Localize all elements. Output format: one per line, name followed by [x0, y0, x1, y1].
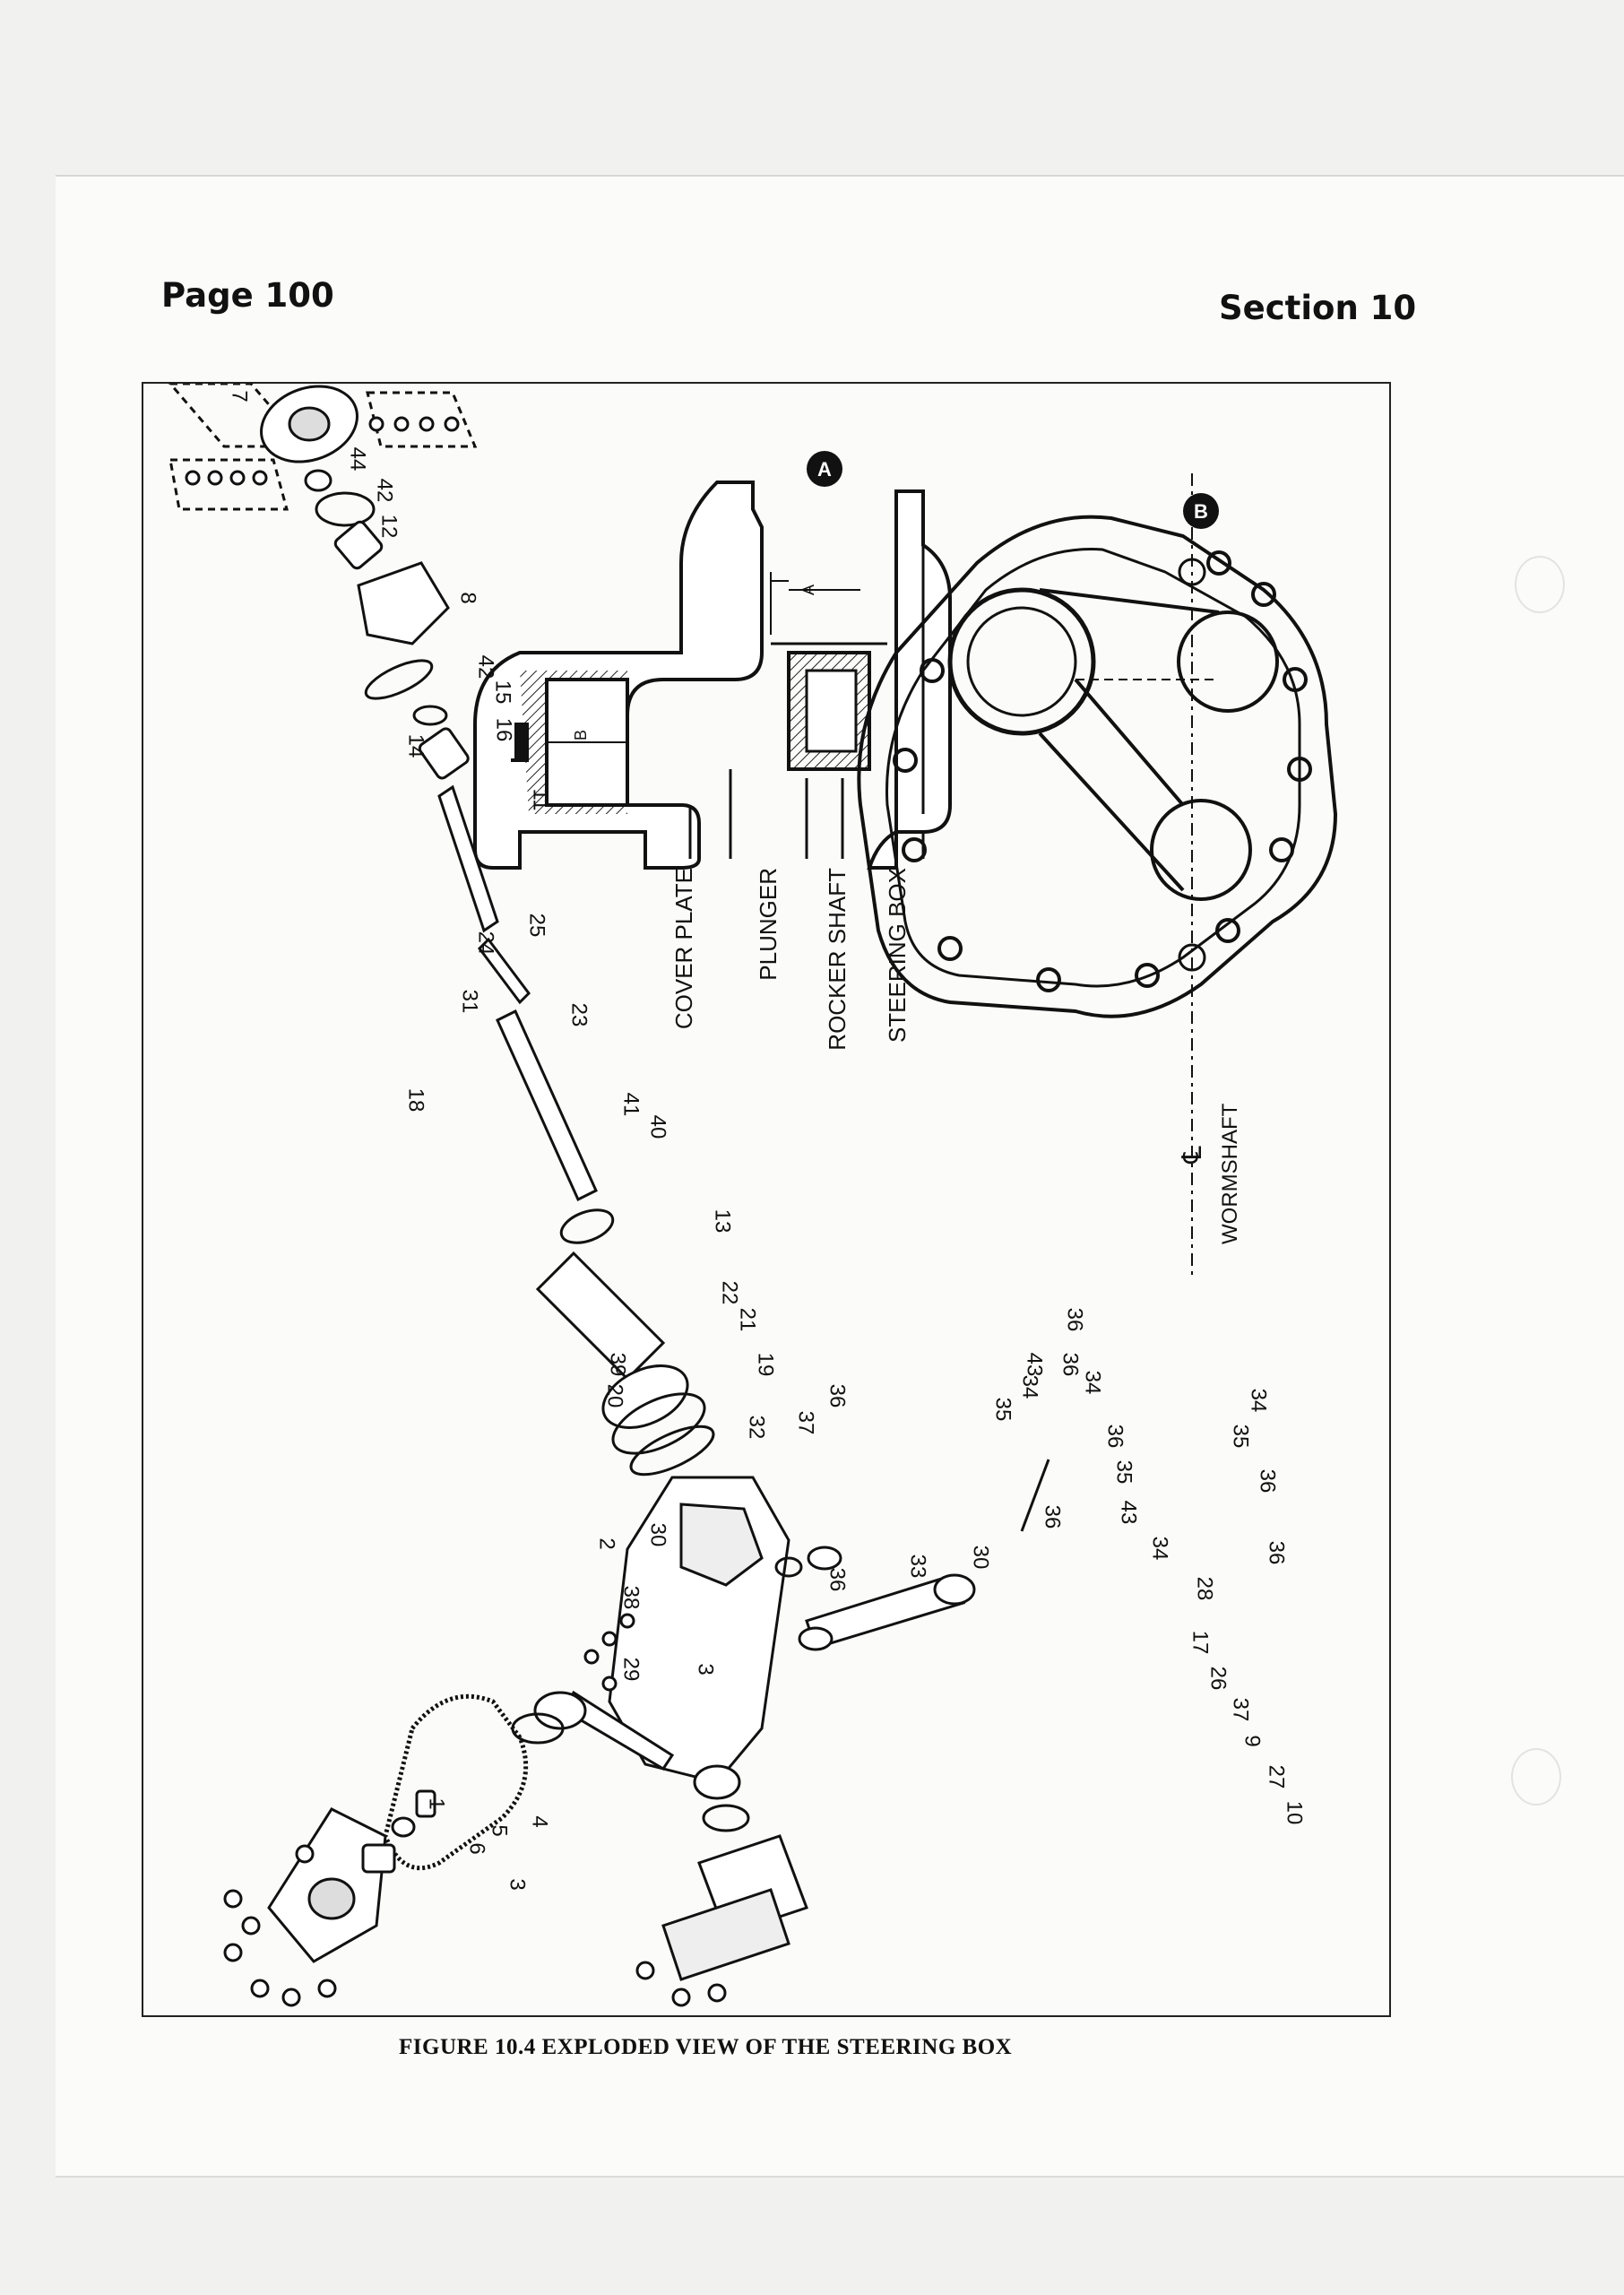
part-number: 36: [825, 1383, 850, 1408]
part-number: 18: [403, 1087, 428, 1113]
part-numbers: 7 44 42 12 8 42 15 16 14 11 24 25 31 23 …: [143, 384, 1389, 2015]
part-number: 36: [1264, 1540, 1289, 1565]
part-number: 43: [1022, 1352, 1047, 1377]
part-number: 13: [710, 1208, 735, 1234]
part-number: 11: [528, 788, 553, 811]
label-rocker-shaft: ROCKER SHAFT: [824, 868, 851, 1051]
part-number: 17: [1188, 1630, 1213, 1655]
dimension-a-label: A: [799, 585, 817, 595]
part-number: 25: [524, 913, 549, 938]
part-number: 31: [457, 989, 482, 1014]
part-number: 19: [753, 1352, 778, 1377]
part-number: 24: [473, 931, 498, 956]
part-number: 37: [1228, 1697, 1253, 1722]
part-number: 14: [403, 733, 428, 758]
figure-frame: A A B COVER PLATE PLUNGER ROCKER SHAFT S…: [142, 382, 1391, 2017]
figure-caption: FIGURE 10.4 EXPLODED VIEW OF THE STEERIN…: [399, 2035, 1013, 2059]
label-cover-plate: COVER PLATE: [670, 868, 697, 1029]
punch-hole: [1515, 556, 1565, 613]
part-number: 3: [505, 1878, 530, 1891]
part-number: 15: [490, 680, 515, 705]
exploded-parts: [168, 384, 1050, 2007]
part-number: 33: [905, 1554, 930, 1579]
part-number: 7: [227, 390, 252, 403]
part-number: 36: [1062, 1307, 1087, 1332]
part-number: 36: [1102, 1424, 1127, 1449]
part-number: 35: [990, 1397, 1015, 1422]
part-number: 39: [605, 1352, 630, 1377]
part-number: 36: [1040, 1504, 1065, 1529]
part-number: 36: [1255, 1468, 1280, 1494]
detail-b-marker: B: [1194, 500, 1208, 523]
part-number: 43: [1116, 1500, 1141, 1525]
part-number: 37: [793, 1410, 818, 1435]
part-number: 35: [1111, 1459, 1136, 1485]
detail-b: [857, 473, 1338, 1280]
part-number: 3: [693, 1663, 718, 1676]
page-number: Page 100: [161, 276, 334, 315]
part-number: 28: [1192, 1576, 1217, 1601]
centreline-symbol: ℄: [1177, 1146, 1208, 1164]
part-number: 42: [372, 478, 397, 503]
section-title: Section 10: [1219, 289, 1417, 327]
part-number: 22: [717, 1280, 742, 1305]
part-number: 9: [1240, 1735, 1265, 1747]
steering-box-exploded-diagram: A A B COVER PLATE PLUNGER ROCKER SHAFT S…: [168, 384, 1338, 2007]
part-number: 1: [424, 1797, 449, 1810]
part-number: 4: [527, 1815, 552, 1828]
part-number: 12: [376, 514, 402, 539]
detail-a-marker: A: [817, 458, 832, 481]
part-number: 30: [645, 1522, 670, 1547]
part-number: 41: [618, 1092, 644, 1117]
part-number: 34: [1147, 1536, 1172, 1561]
part-number: 26: [1205, 1666, 1231, 1691]
wormshaft-label: WORMSHAFT: [1218, 1103, 1242, 1244]
part-number: 34: [1080, 1370, 1105, 1395]
part-number: 38: [618, 1585, 644, 1610]
part-number: 8: [455, 592, 480, 604]
part-number: 2: [594, 1537, 619, 1550]
part-number: 35: [1228, 1424, 1253, 1449]
dimension-b-label: B: [572, 730, 590, 740]
punch-hole: [1511, 1748, 1561, 1806]
part-number: 36: [1058, 1352, 1083, 1377]
part-number: 34: [1246, 1388, 1271, 1413]
part-number: 5: [487, 1824, 512, 1837]
part-number: 16: [491, 717, 516, 742]
part-number: 29: [618, 1657, 644, 1682]
part-number: 44: [345, 446, 370, 472]
part-number: 27: [1264, 1764, 1289, 1789]
part-number: 23: [566, 1002, 592, 1027]
part-number: 30: [968, 1545, 993, 1570]
label-plunger: PLUNGER: [755, 868, 782, 981]
part-number: 20: [602, 1383, 627, 1408]
part-number: 36: [825, 1567, 850, 1592]
part-number: 32: [744, 1415, 769, 1440]
detail-a: [473, 451, 952, 870]
part-number: 6: [464, 1842, 489, 1855]
part-number: 42: [473, 654, 498, 680]
part-number: 34: [1017, 1374, 1042, 1399]
part-number: 10: [1282, 1800, 1307, 1825]
part-number: 40: [645, 1114, 670, 1139]
part-number: 21: [735, 1307, 760, 1332]
